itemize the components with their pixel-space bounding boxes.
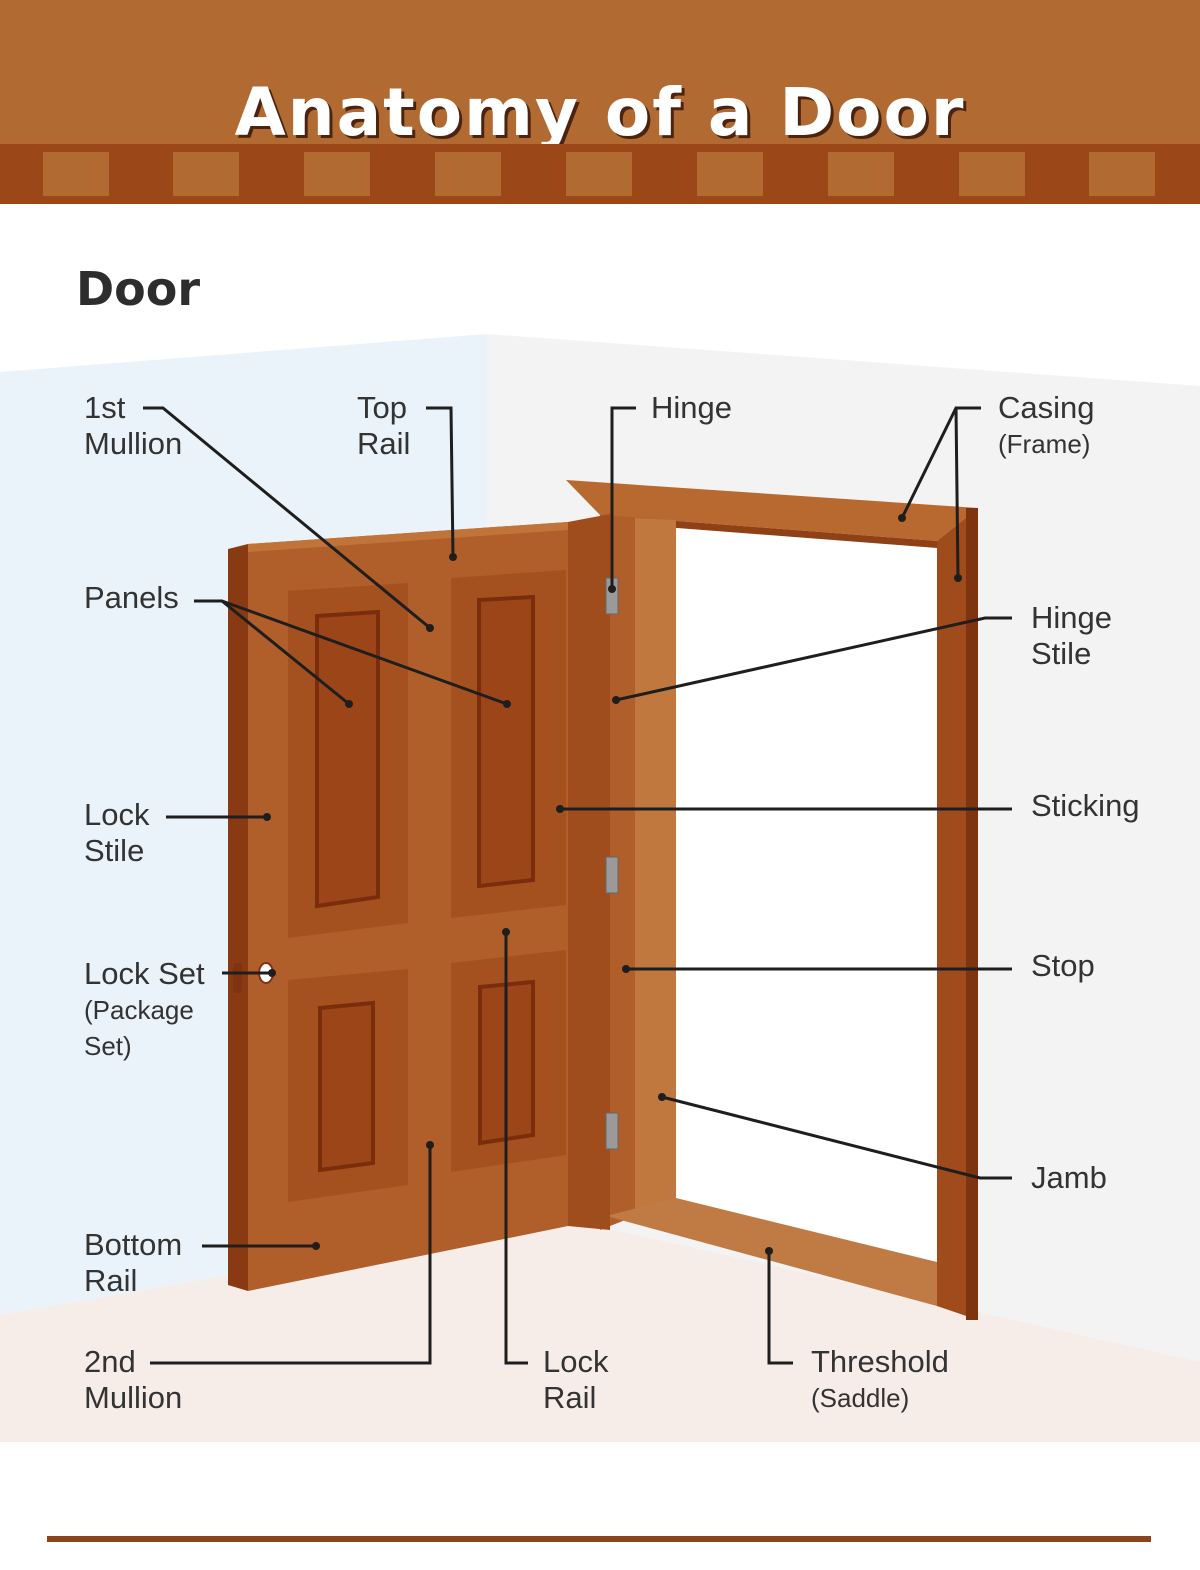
leader-first-mullion xyxy=(143,406,431,630)
lock-set xyxy=(233,963,242,993)
label-first-mullion: 1st Mullion xyxy=(84,390,183,461)
label-lock-rail: Lock Rail xyxy=(543,1344,609,1415)
label-top-rail: Top Rail xyxy=(357,390,411,461)
label-bottom-rail: Bottom Rail xyxy=(84,1227,183,1298)
dentil-block xyxy=(43,152,109,196)
leader-dot xyxy=(765,1247,773,1255)
leader-dot xyxy=(612,696,620,704)
leader-dot xyxy=(426,624,434,632)
page-title: Anatomy of a Door xyxy=(234,74,966,152)
leader-jamb xyxy=(661,1095,1012,1180)
label-stop: Stop xyxy=(1031,948,1095,983)
label-jamb: Jamb xyxy=(1031,1160,1107,1195)
leader-lock-rail xyxy=(504,932,528,1365)
dentil-block xyxy=(304,152,370,196)
dentil-block xyxy=(828,152,894,196)
label-sticking: Sticking xyxy=(1031,788,1140,823)
leader-dot xyxy=(268,969,276,977)
hinge-icon xyxy=(605,856,619,894)
hinge-icon xyxy=(605,1112,619,1150)
leader-dot xyxy=(898,514,906,522)
leader-casing-right xyxy=(954,407,960,579)
leader-dot xyxy=(658,1093,666,1101)
leader-threshold xyxy=(767,1251,793,1365)
panel xyxy=(288,969,408,1202)
label-casing: Casing (Frame) xyxy=(998,390,1095,459)
label-hinge-stile: Hinge Stile xyxy=(1031,600,1112,671)
section-title: Door xyxy=(76,262,201,316)
leader-dot xyxy=(502,928,510,936)
dentil-block xyxy=(1089,152,1155,196)
dentil-block xyxy=(173,152,239,196)
dentil-block xyxy=(566,152,632,196)
dentil-block xyxy=(959,152,1025,196)
door-frame xyxy=(566,480,978,1320)
leader-dot xyxy=(608,585,616,593)
leader-dot xyxy=(622,965,630,973)
panel xyxy=(451,950,566,1172)
leader-second-mullion xyxy=(150,1145,432,1365)
panel xyxy=(451,570,566,918)
leader-dot xyxy=(263,813,271,821)
label-threshold: Threshold (Saddle) xyxy=(811,1344,949,1413)
leader-dot xyxy=(345,700,353,708)
leader-panels-right xyxy=(221,599,508,706)
panel xyxy=(288,583,408,938)
dentil-block xyxy=(435,152,501,196)
leader-dot xyxy=(954,574,962,582)
door-leaf xyxy=(228,514,619,1291)
footer-rule xyxy=(47,1536,1151,1542)
label-second-mullion: 2nd Mullion xyxy=(84,1344,183,1415)
leader-dot xyxy=(449,553,457,561)
label-lock-stile: Lock Stile xyxy=(84,797,150,868)
label-hinge: Hinge xyxy=(651,390,732,425)
leader-hinge-stile xyxy=(615,616,1012,702)
leader-hinge xyxy=(610,406,636,589)
label-lock-set: Lock Set (Package Set) xyxy=(84,956,205,1061)
dentil-block xyxy=(697,152,763,196)
leader-dot xyxy=(556,805,564,813)
leader-dot xyxy=(312,1242,320,1250)
leader-dot xyxy=(503,700,511,708)
leader-dot xyxy=(426,1141,434,1149)
leader-top-rail xyxy=(426,406,455,558)
label-panels: Panels xyxy=(84,580,179,615)
